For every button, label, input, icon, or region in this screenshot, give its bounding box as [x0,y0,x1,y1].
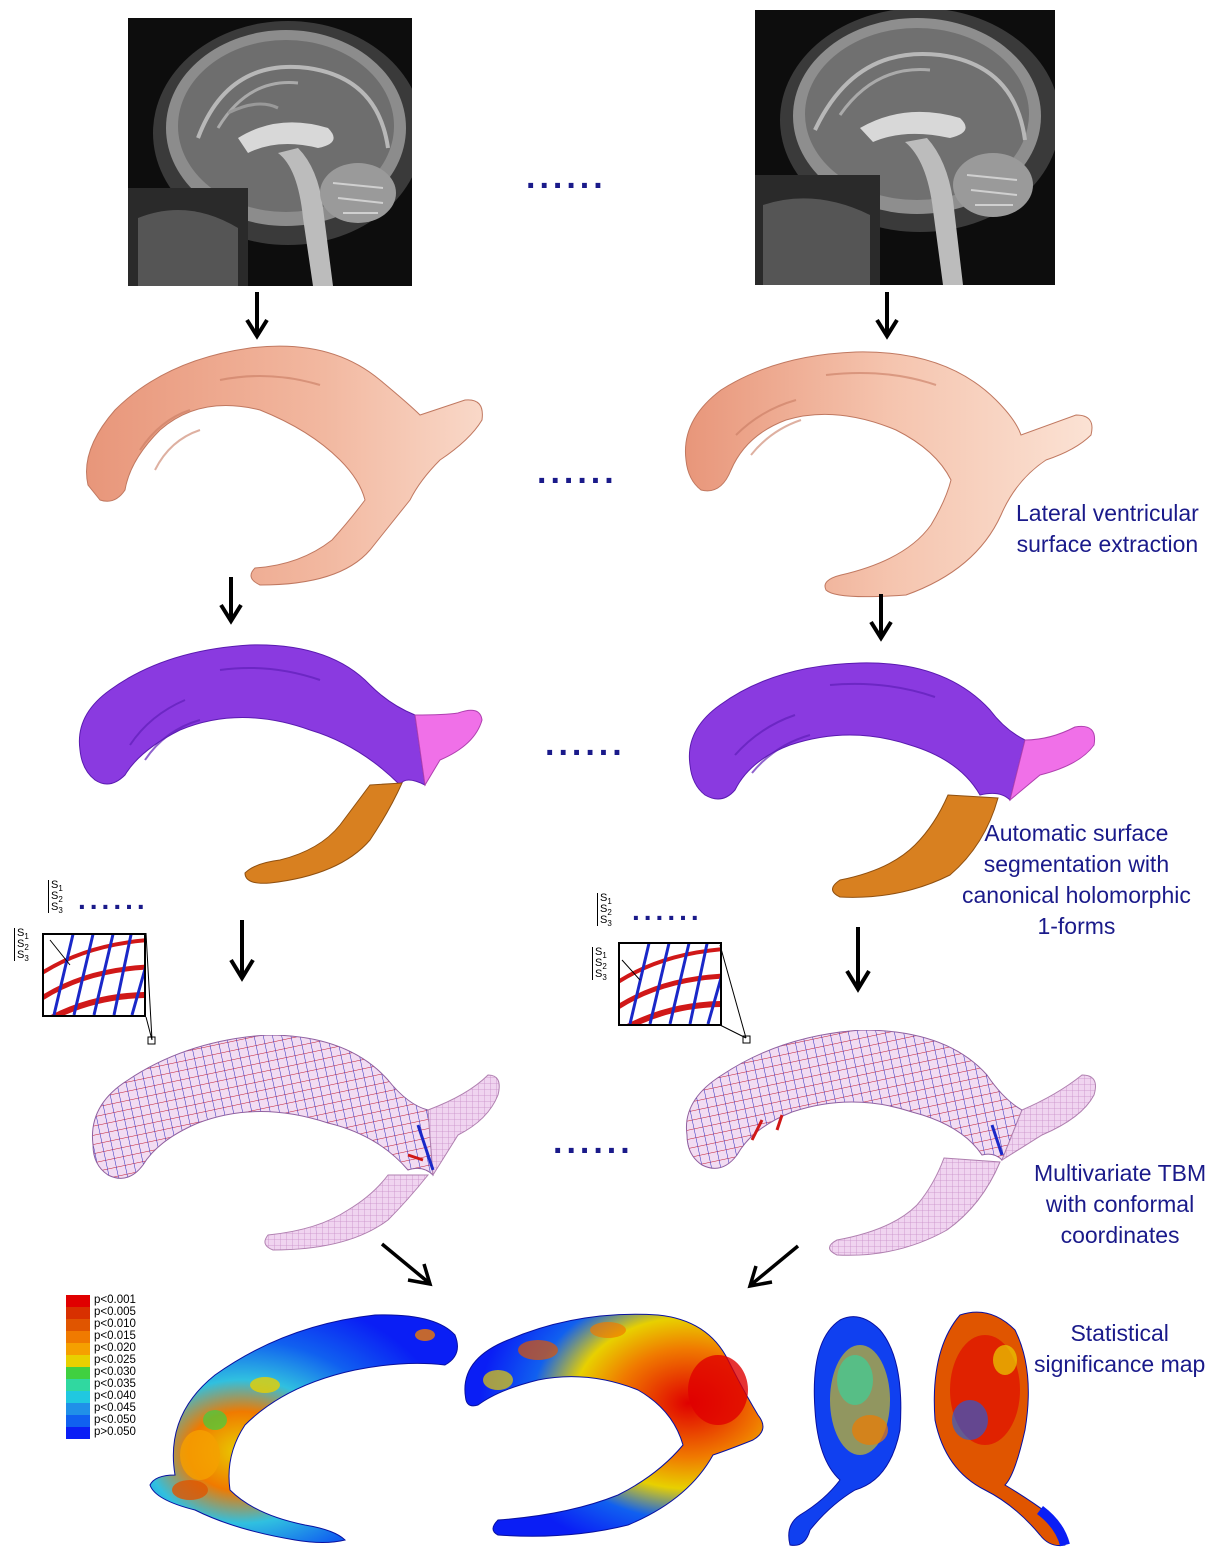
legend-swatch [66,1295,90,1307]
legend-swatch [66,1307,90,1319]
legend-swatch [66,1355,90,1367]
legend-swatch [66,1367,90,1379]
separator-dots-inset-right: ...... [632,897,703,925]
legend-swatch [66,1331,90,1343]
legend-swatch [66,1391,90,1403]
separator-dots-inset-left: ...... [78,886,149,914]
legend-swatch [66,1319,90,1331]
arrow-down-icon [216,575,246,625]
inset-label-stack-top-left: S1 S2 S3 [48,880,63,913]
arrow-down-icon [242,290,272,340]
inset-label-stack-top-right: S1 S2 S3 [597,893,612,926]
conformal-grid-mesh-subject-1 [88,1035,508,1265]
separator-dots-row-3: ...... [545,727,626,761]
arrow-down-icon [872,290,902,340]
arrow-down-left-icon [742,1242,802,1292]
segmented-surface-subject-1 [70,635,490,895]
arrow-down-right-icon [378,1240,438,1290]
ventricle-surface-subject-1 [70,340,500,600]
arrow-down-icon [842,925,874,995]
legend-swatch [66,1415,90,1427]
arrow-down-icon [226,918,258,983]
arrow-down-icon [866,592,896,642]
legend-swatch [66,1379,90,1391]
separator-dots-row-2: ...... [537,455,618,489]
mri-slice-subject-n [755,10,1055,285]
legend-swatch [66,1403,90,1415]
caption-tbm: Multivariate TBM with conformal coordina… [1034,1158,1206,1251]
significance-map-left-view [145,1305,470,1545]
legend-swatch [66,1343,90,1355]
ventricle-surface-subject-n [676,340,1106,605]
legend-swatch [66,1427,90,1439]
separator-dots-row-4: ...... [553,1125,634,1159]
inset-label-stack-left: S1 S2 S3 [14,928,29,961]
significance-map-right-view [458,1300,773,1545]
caption-significance: Statistical significance map [1034,1318,1205,1380]
separator-dots-row-1: ...... [526,160,607,194]
caption-segmentation: Automatic surface segmentation with cano… [962,818,1191,942]
caption-surface-extraction: Lateral ventricular surface extraction [1016,498,1199,560]
mri-slice-subject-1 [128,18,412,286]
